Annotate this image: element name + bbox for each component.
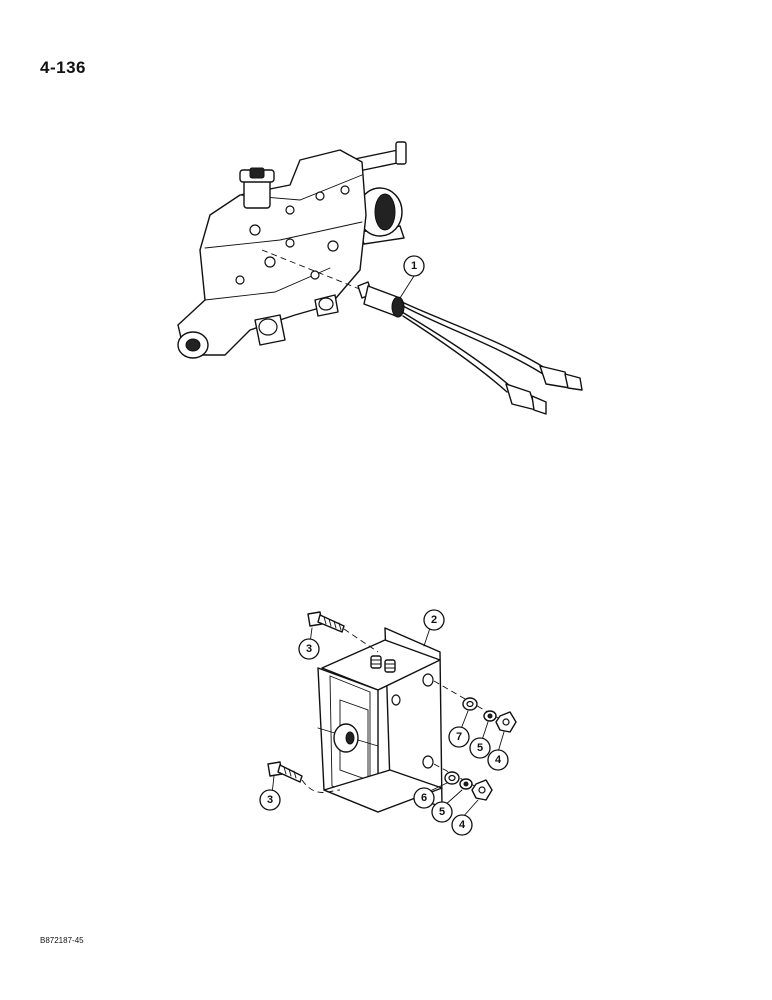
callout-5-upper-label: 5 bbox=[477, 742, 483, 754]
callout-5-lower-label: 5 bbox=[439, 806, 445, 818]
callout-6: 6 bbox=[413, 787, 435, 809]
callout-4-upper-label: 4 bbox=[495, 754, 502, 766]
callout-6-label: 6 bbox=[421, 792, 427, 804]
callout-1-label: 1 bbox=[411, 260, 417, 272]
callout-4-lower: 4 bbox=[451, 814, 473, 836]
figure-code: B872187-45 bbox=[40, 936, 84, 945]
callout-7-label: 7 bbox=[456, 731, 462, 743]
callout-4-lower-label: 4 bbox=[459, 819, 466, 831]
callout-4-upper: 4 bbox=[487, 749, 509, 771]
callout-2-label: 2 bbox=[431, 614, 437, 626]
page-number: 4-136 bbox=[40, 58, 86, 77]
callout-3-upper-label: 3 bbox=[306, 643, 312, 655]
callout-3-lower: 3 bbox=[259, 789, 281, 811]
callout-5-upper: 5 bbox=[469, 737, 491, 759]
callout-2: 2 bbox=[423, 609, 445, 631]
callout-5-lower: 5 bbox=[431, 801, 453, 823]
callout-3-upper: 3 bbox=[298, 638, 320, 660]
pressure-switch-drawing bbox=[357, 275, 583, 415]
callout-3-lower-label: 3 bbox=[267, 794, 273, 806]
mounting-bracket-drawing bbox=[267, 611, 517, 819]
callout-1: 1 bbox=[403, 255, 425, 277]
control-valve-drawing bbox=[177, 141, 407, 359]
callout-7: 7 bbox=[448, 726, 470, 748]
